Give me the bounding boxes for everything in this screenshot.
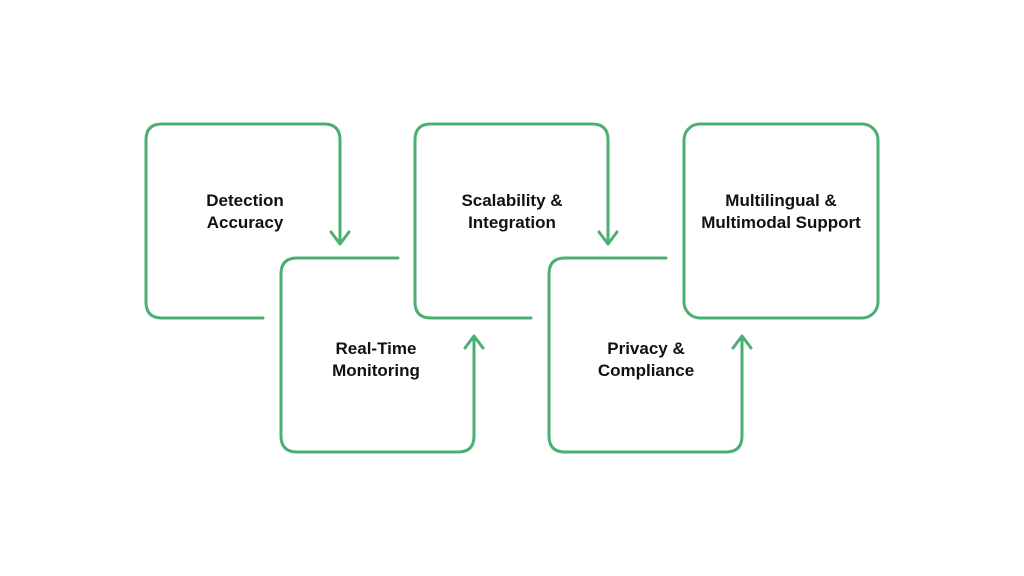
stage-label-line: Compliance: [597, 361, 695, 380]
arrow-up-icon: [731, 334, 753, 350]
stage-label-line: Privacy &: [607, 339, 685, 358]
stage-label-multilingual-multimodal: Multilingual & Multimodal Support: [681, 190, 881, 234]
arrow-up-icon: [463, 334, 485, 350]
stage-label-line: Multimodal Support: [701, 213, 861, 232]
multilingual-multimodal-outline: [682, 122, 880, 320]
stage-label-line: Accuracy: [206, 213, 284, 232]
stage-label-line: Monitoring: [332, 361, 420, 380]
stage-label-privacy-compliance: Privacy & Compliance: [546, 338, 746, 382]
scalability-integration-outline: [413, 122, 610, 320]
real-time-monitoring-outline: [279, 256, 476, 454]
stage-label-line: Detection: [206, 191, 284, 210]
stage-label-line: Multilingual &: [725, 191, 837, 210]
stage-label-real-time-monitoring: Real-Time Monitoring: [276, 338, 476, 382]
privacy-compliance-outline: [547, 256, 744, 454]
detection-accuracy-outline: [144, 122, 342, 320]
stage-label-line: Integration: [468, 213, 556, 232]
stage-label-line: Scalability &: [461, 191, 563, 210]
stage-label-scalability-integration: Scalability & Integration: [412, 190, 612, 234]
arrow-down-icon: [597, 230, 619, 246]
arrow-down-icon: [329, 230, 351, 246]
stage-label-line: Real-Time: [335, 339, 417, 358]
stage-label-detection-accuracy: Detection Accuracy: [145, 190, 345, 234]
